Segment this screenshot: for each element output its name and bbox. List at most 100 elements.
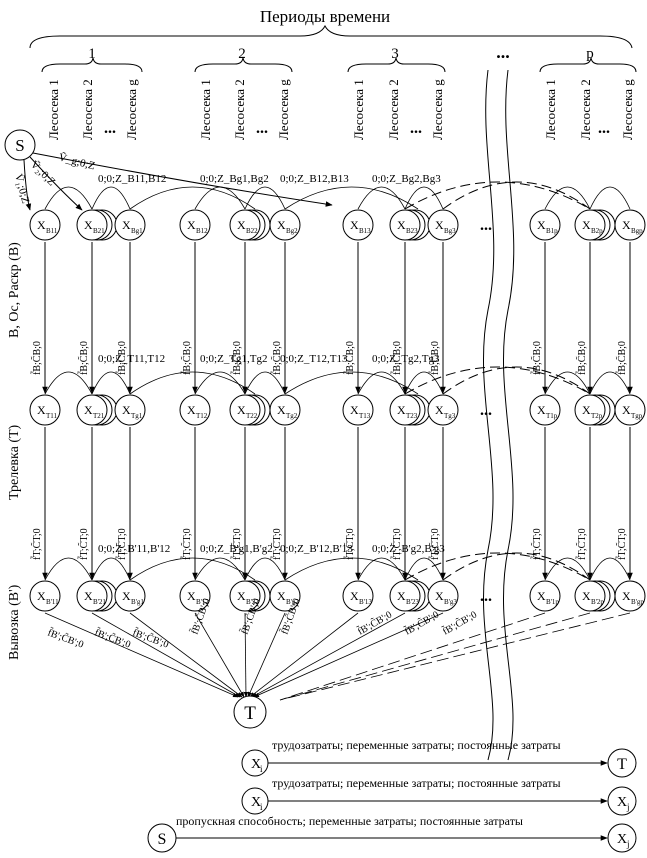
sink-edge-label: f̃B';C̃B';0	[46, 625, 86, 650]
transition-label-r1-a: 0;0;Z_B11,B12	[98, 173, 166, 185]
plot-label-g-p1: Лесосека g	[124, 79, 139, 140]
svg-text:Bgp: Bgp	[631, 227, 643, 235]
svg-text:X: X	[122, 218, 131, 232]
plot-label-g-pp: Лесосека g	[620, 79, 635, 140]
plot-label-2-p2: Лесосека 2	[232, 79, 247, 140]
svg-text:i: i	[260, 764, 263, 774]
svg-text:Tgp: Tgp	[631, 412, 643, 420]
svg-text:X: X	[617, 832, 627, 847]
svg-text:X: X	[350, 218, 359, 232]
legend-row-1: X i трудозатраты; переменные затраты; по…	[241, 738, 637, 778]
transition-arc	[357, 557, 406, 581]
svg-text:B'g1: B'g1	[131, 598, 144, 606]
vertical-edge-label: f̃B;C̃B;0	[115, 341, 128, 375]
svg-text:j: j	[626, 802, 630, 812]
svg-text:X: X	[122, 589, 131, 603]
svg-text:X: X	[435, 589, 444, 603]
svg-text:Tg3: Tg3	[444, 412, 456, 420]
dashed-transition-arc	[442, 366, 591, 395]
period-brace-3	[347, 57, 446, 73]
legend-row-3: S пропускная способность; переменные зат…	[147, 814, 637, 853]
svg-text:B2p: B2p	[591, 227, 603, 235]
svg-text:X: X	[397, 218, 406, 232]
row-ellipsis: ...	[480, 402, 492, 419]
period-label-3: 3	[391, 46, 399, 62]
transition-arc	[544, 186, 591, 210]
svg-text:трудозатраты; переменные затра: трудозатраты; переменные затраты; постоя…	[272, 738, 561, 752]
source-edge-label-3: Ṽ₁;0;Z	[12, 173, 31, 205]
svg-text:B'11: B'11	[46, 598, 59, 606]
transition-label-r2-c: 0;0;Z_T12,T13	[280, 353, 348, 365]
svg-text:X: X	[617, 795, 627, 810]
transition-arc	[129, 557, 256, 581]
transition-label-r3-d: 0;0;Z_B'g2,B'g3	[372, 543, 445, 555]
transition-label-r2-b: 0;0;Z_Tg1,Tg2	[200, 353, 268, 365]
transition-arc	[244, 371, 286, 395]
periods-brace	[29, 24, 633, 49]
row-label-hauling: Вывозка (В')	[7, 584, 22, 660]
svg-text:T1p: T1p	[546, 412, 558, 420]
sink-edge	[243, 612, 249, 698]
vertical-edge-label: f̃T;C̃T;0	[30, 528, 43, 560]
vertical-edge-label: f̃B;C̃B;0	[390, 341, 403, 375]
transition-arc	[284, 186, 419, 210]
transition-arc	[44, 186, 93, 210]
period-brace-1	[41, 57, 143, 73]
svg-text:X: X	[277, 403, 286, 417]
svg-text:B'21: B'21	[93, 598, 106, 606]
transition-arc	[284, 371, 419, 395]
svg-text:S: S	[15, 136, 24, 155]
row-label-felling: В, Ос, Раскр (В)	[7, 242, 22, 338]
vertical-edge-label: f̃B;C̃B;0	[270, 341, 283, 375]
vertical-edge-label: f̃T;C̃T;0	[530, 528, 543, 560]
vertical-edge-label: f̃T;C̃T;0	[115, 528, 128, 560]
svg-text:B'g2: B'g2	[286, 598, 299, 606]
svg-text:X: X	[277, 589, 286, 603]
vertical-edge-label: f̃T;C̃T;0	[77, 528, 90, 560]
transition-arc	[129, 371, 256, 395]
period-break	[482, 69, 515, 761]
sink-edge	[194, 612, 245, 698]
svg-text:X: X	[237, 589, 246, 603]
plot-label-1-p2: Лесосека 1	[198, 79, 213, 140]
svg-text:T22: T22	[246, 412, 258, 420]
sink-edge	[279, 612, 546, 701]
transition-label-r3-a: 0;0;Z_B'11,B'12	[98, 543, 170, 555]
vertical-edge-label: f̃B;C̃B;0	[428, 341, 441, 375]
svg-text:X: X	[84, 589, 93, 603]
transition-arc	[91, 371, 131, 395]
transition-label-r2-a: 0;0;Z_T11,T12	[98, 353, 165, 365]
vertical-edge-label: f̃B;C̃B;0	[575, 341, 588, 375]
plot-label-1-pp: Лесосека 1	[543, 79, 558, 140]
svg-text:T21: T21	[93, 412, 105, 420]
transition-arc	[589, 186, 631, 210]
svg-text:B'g3: B'g3	[444, 598, 457, 606]
svg-text:X: X	[435, 403, 444, 417]
svg-text:B1p: B1p	[546, 227, 558, 235]
vertical-edge-label: f̃B;C̃B;0	[615, 341, 628, 375]
plot-label-1-p3: Лесосека 1	[351, 79, 366, 140]
legend-row-2: X i трудозатраты; переменные затраты; по…	[241, 776, 637, 816]
svg-text:T13: T13	[359, 412, 371, 420]
vertical-edge-label: f̃T;C̃T;0	[230, 528, 243, 560]
svg-text:X: X	[622, 403, 631, 417]
svg-text:T2p: T2p	[591, 412, 603, 420]
svg-text:B12: B12	[196, 227, 208, 235]
